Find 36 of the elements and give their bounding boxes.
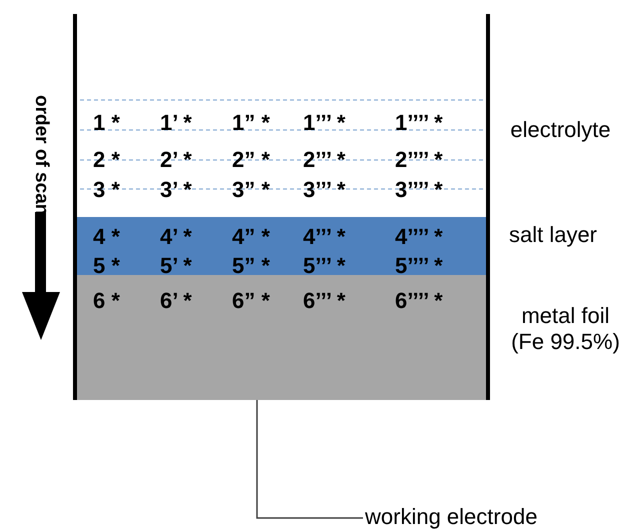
point-label: 2’’’’ * [395, 148, 443, 172]
point-label: 3’ * [160, 178, 192, 202]
point-label: 5’’’ * [303, 254, 346, 278]
point-label: 3’’’’ * [395, 178, 443, 202]
point-label: 1’’’’ * [395, 111, 443, 135]
point-label: 4’ * [160, 225, 192, 249]
point-label: 6 * [93, 289, 120, 313]
point-label: 5” * [232, 254, 270, 278]
point-label: 5 * [93, 254, 120, 278]
point-label: 3 * [93, 178, 120, 202]
point-label: 4” * [232, 225, 270, 249]
metal-foil-block [77, 275, 486, 400]
point-label: 5’ * [160, 254, 192, 278]
point-label: 1 * [93, 111, 120, 135]
point-label: 6” * [232, 289, 270, 313]
point-label: 2’ * [160, 148, 192, 172]
point-label: 6’’’’ * [395, 289, 443, 313]
point-label: 4 * [93, 225, 120, 249]
point-label: 2 * [93, 148, 120, 172]
point-label: 5’’’’ * [395, 254, 443, 278]
point-label: 2’’’ * [303, 148, 346, 172]
point-label: 1’’’ * [303, 111, 346, 135]
point-label: 3” * [232, 178, 270, 202]
point-label: 4’’’ * [303, 225, 346, 249]
point-label: 6’ * [160, 289, 192, 313]
point-label: 4’’’’ * [395, 225, 443, 249]
point-label: 1’ * [160, 111, 192, 135]
point-label: 3’’’ * [303, 178, 346, 202]
layer-label: metal foil (Fe 99.5%) [510, 303, 621, 355]
electrode-label: working electrode [365, 503, 538, 529]
point-label: 6’’’ * [303, 289, 346, 313]
leader-line [256, 400, 363, 519]
point-label: 2” * [232, 148, 270, 172]
layer-label: electrolyte [509, 117, 612, 143]
layer-label: salt layer [508, 222, 598, 248]
point-label: 1” * [232, 111, 270, 135]
